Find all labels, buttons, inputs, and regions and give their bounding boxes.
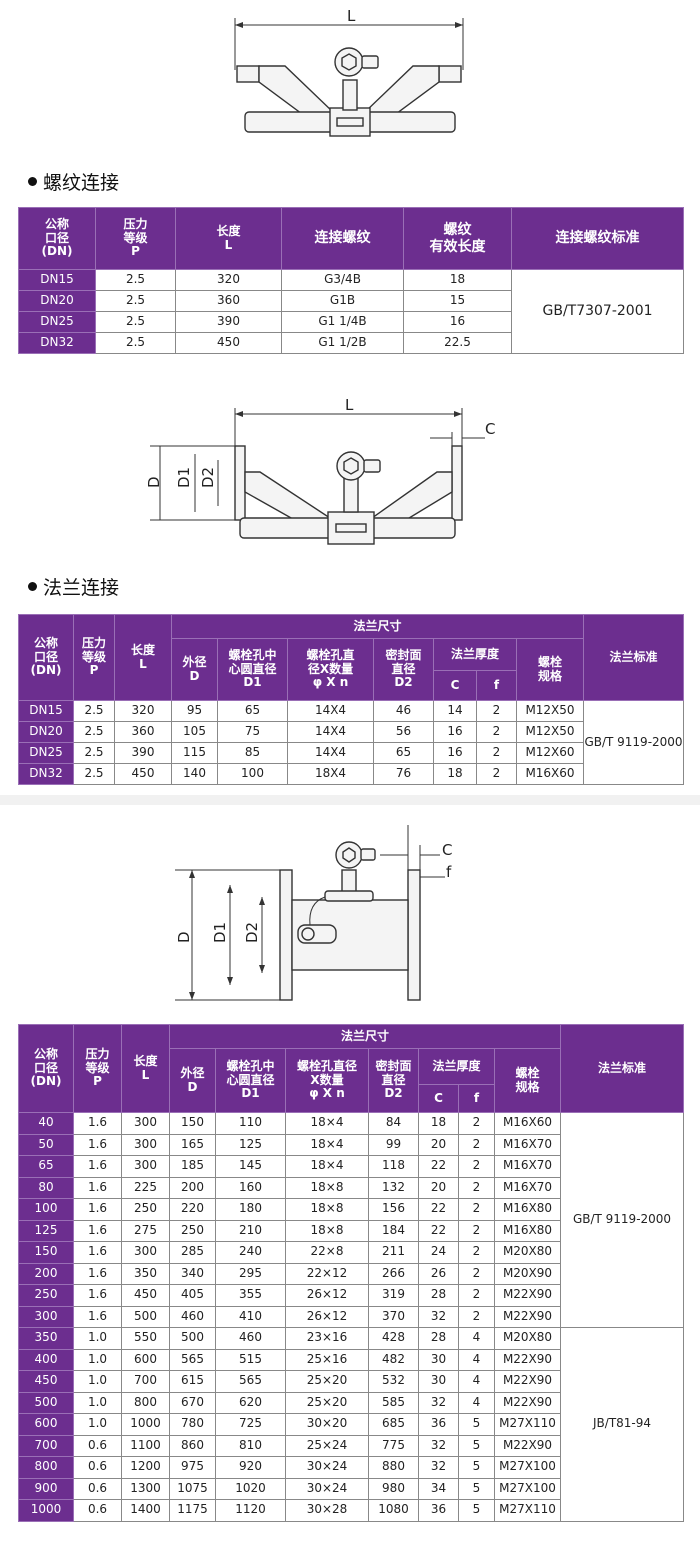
header-flange-standard: 法兰标准 [560,1024,685,1113]
header-f: f [476,670,517,701]
dim-D1-label: D1 [211,922,229,943]
bullet-icon [28,177,37,186]
separator-band [0,795,700,805]
header-dn: 公称口径(DN) [18,207,96,270]
dim-D-label: D [175,931,193,943]
dim-L-label: L [345,396,354,414]
header-f: f [458,1084,495,1113]
dim-D2-label: D2 [243,922,261,943]
dim-D1-label: D1 [175,467,193,488]
flange-standard-cell: GB/T 9119-2000 [583,700,685,785]
dim-L-label: L [347,7,356,25]
thread-standard-cell: GB/T7307-2001 [511,269,684,354]
section-title: 螺纹连接 [43,172,120,194]
dim-D2-label: D2 [199,467,217,488]
header-bolt-spec: 螺栓规格 [493,1048,562,1113]
flange-standard-cell: GB/T 9119-2000 [560,1112,685,1328]
large-flanged-meter-diagram: D D1 D2 C f [170,825,500,1005]
dim-f-label: f [446,863,452,881]
section-title: 法兰连接 [43,577,120,599]
dim-D-label: D [145,476,163,488]
header-c: C [418,1084,459,1113]
header-bolt-spec: 螺栓规格 [515,638,585,701]
dim-C-label: C [485,420,495,438]
header-dn: 公称口径(DN) [18,614,74,701]
header-flange-standard: 法兰标准 [583,614,685,701]
header-dn: 公称口径(DN) [18,1024,74,1113]
header-thread: 连接螺纹 [281,207,404,270]
dim-C-label: C [442,841,452,859]
header-c: C [433,670,477,701]
threaded-meter-diagram: L [225,0,475,150]
section-flanged-heading: 法兰连接 [28,573,119,600]
section-threaded-heading: 螺纹连接 [28,168,119,195]
flange-standard-cell: JB/T81-94 [560,1327,685,1522]
header-flange-thickness: 法兰厚度 [433,638,517,671]
header-effective-length: 螺纹有效长度 [403,207,512,270]
header-flange-size: 法兰尺寸 [168,1024,562,1049]
header-thread-standard: 连接螺纹标准 [511,207,684,270]
bullet-icon [28,582,37,591]
header-flange-thickness: 法兰厚度 [418,1048,495,1085]
flanged-meter-diagram: L C D D1 D2 [140,390,510,555]
header-flange-size: 法兰尺寸 [170,614,585,639]
